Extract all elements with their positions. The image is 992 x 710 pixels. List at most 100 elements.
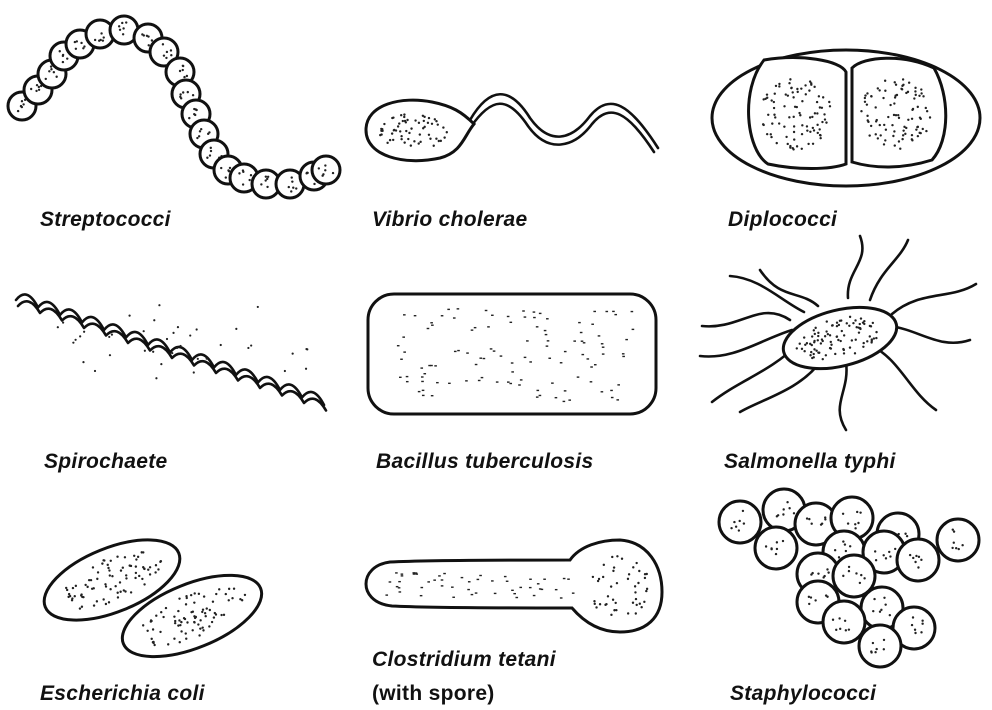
stipple-dot	[475, 364, 478, 365]
stipple-dot	[483, 358, 486, 359]
stipple-dot	[402, 120, 404, 122]
stipple-dot	[250, 174, 252, 176]
stipple-dot	[155, 615, 157, 617]
stipple-dot	[922, 128, 924, 130]
stipple-dot	[875, 331, 877, 333]
staphylococcus-cell	[755, 527, 797, 569]
stipple-dot	[801, 148, 803, 150]
stipple-dot	[244, 594, 246, 596]
stipple-dot	[441, 579, 444, 580]
stipple-dot	[96, 600, 98, 602]
stipple-dot	[111, 575, 113, 577]
stipple-dot	[192, 611, 194, 613]
stipple-dot	[108, 601, 110, 603]
salmonella-flagellum	[890, 326, 970, 343]
stipple-dot	[895, 114, 897, 116]
stipple-dot	[911, 138, 913, 140]
stipple-dot	[141, 33, 143, 35]
stipple-dot	[872, 610, 874, 612]
stipple-dot	[564, 351, 567, 352]
stipple-dot	[627, 578, 629, 580]
stipple-dot	[165, 57, 167, 59]
stipple-dot	[423, 120, 425, 122]
stipple-dot	[144, 350, 146, 352]
stipple-dot	[468, 581, 471, 582]
stipple-dot	[423, 116, 425, 118]
stipple-dot	[485, 310, 488, 311]
stipple-dot	[592, 576, 594, 578]
stipple-dot	[808, 89, 810, 91]
vibrio-cholerae-drawing	[366, 94, 658, 160]
stipple-dot	[38, 89, 40, 91]
stipple-dot	[635, 604, 637, 606]
stipple-dot	[107, 567, 109, 569]
stipple-dot	[205, 615, 207, 617]
stipple-dot	[322, 173, 324, 175]
stipple-dot	[829, 334, 831, 336]
stipple-dot	[431, 395, 434, 396]
stipple-dot	[101, 562, 103, 564]
stipple-dot	[177, 610, 179, 612]
stipple-dot	[305, 368, 307, 370]
stipple-dot	[883, 639, 885, 641]
stipple-dot	[152, 628, 154, 630]
stipple-dot	[288, 186, 290, 188]
label-salmonella-typhi: Salmonella typhi	[724, 450, 896, 474]
stipple-dot	[179, 93, 181, 95]
stipple-dot	[174, 620, 176, 622]
stipple-dot	[834, 353, 836, 355]
stipple-dot	[839, 340, 841, 342]
stipple-dot	[125, 21, 127, 23]
stipple-dot	[808, 596, 810, 598]
label-diplococci: Diplococci	[728, 208, 837, 232]
stipple-dot	[917, 106, 919, 108]
stipple-dot	[798, 112, 800, 114]
stipple-dot	[428, 134, 430, 136]
stipple-dot	[814, 333, 816, 335]
stipple-dot	[848, 628, 850, 630]
stipple-dot	[875, 337, 877, 339]
salmonella-flagellum	[700, 330, 792, 357]
stipple-dot	[91, 588, 93, 590]
stipple-dot	[493, 350, 496, 351]
stipple-dot	[766, 133, 768, 135]
bacillus-tuberculosis-drawing	[368, 294, 656, 414]
stipple-dot	[55, 76, 57, 78]
stipple-dot	[266, 178, 268, 180]
stipple-dot	[815, 349, 817, 351]
stipple-dot	[953, 542, 955, 544]
diplococcus-cell-right	[852, 58, 946, 167]
stipple-dot	[953, 530, 955, 532]
stipple-dot	[188, 117, 190, 119]
stipple-dot	[563, 578, 566, 579]
stipple-dot	[397, 345, 400, 346]
stipple-dot	[607, 595, 609, 597]
stipple-dot	[813, 341, 815, 343]
stipple-dot	[817, 572, 819, 574]
stipple-dot	[155, 564, 157, 566]
stipple-dot	[770, 99, 772, 101]
stipple-dot	[829, 347, 831, 349]
stipple-dot	[602, 347, 605, 348]
stipple-dot	[864, 101, 866, 103]
stipple-dot	[250, 344, 252, 346]
stipple-dot	[179, 345, 181, 347]
stipple-dot	[471, 329, 474, 330]
stipple-dot	[479, 575, 482, 576]
stipple-dot	[74, 339, 76, 341]
stipple-dot	[882, 554, 884, 556]
stipple-dot	[102, 559, 104, 561]
stipple-dot	[400, 138, 402, 140]
stipple-dot	[594, 603, 596, 605]
stipple-dot	[160, 363, 162, 365]
stipple-dot	[635, 598, 637, 600]
stipple-dot	[454, 351, 457, 352]
stipple-dot	[198, 135, 200, 137]
stipple-dot	[440, 140, 442, 142]
stipple-dot	[68, 593, 70, 595]
stipple-dot	[601, 391, 604, 392]
stipple-dot	[810, 351, 812, 353]
stipple-dot	[878, 89, 880, 91]
stipple-dot	[53, 71, 55, 73]
stipple-dot	[879, 134, 881, 136]
